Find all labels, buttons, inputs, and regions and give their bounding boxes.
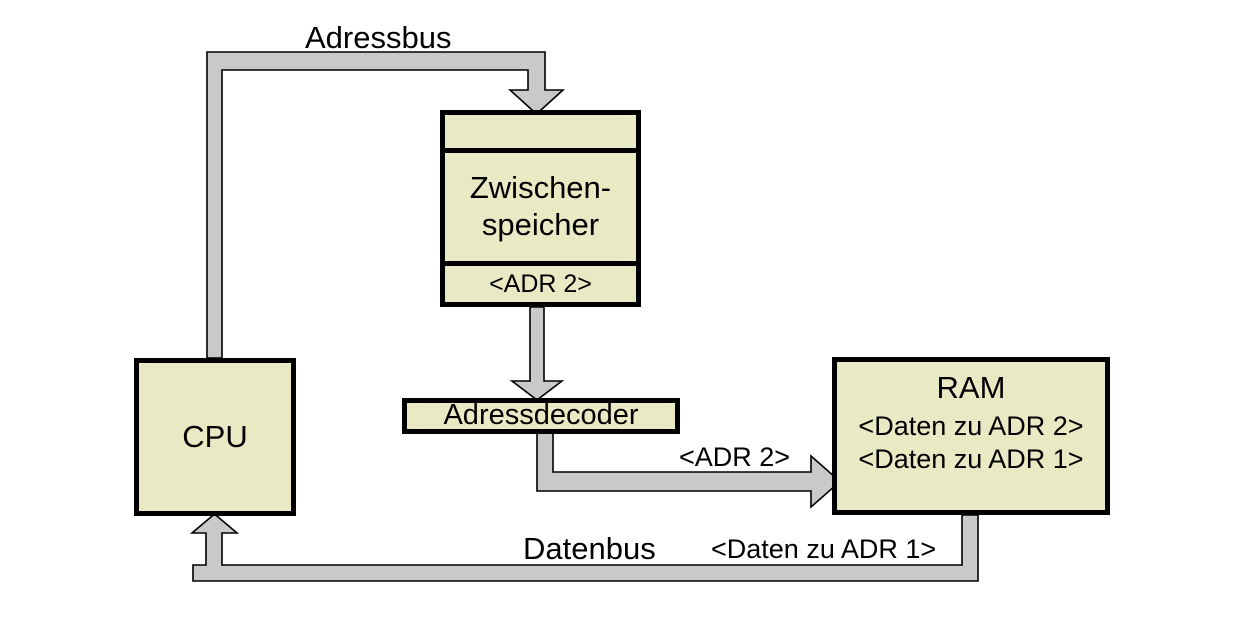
ram-node[interactable]: RAM <Daten zu ADR 2> <Daten zu ADR 1>	[832, 357, 1110, 515]
buffer-value-label: <ADR 2>	[489, 269, 592, 298]
address-decoder-label: Adressdecoder	[443, 399, 639, 432]
cpu-node[interactable]: CPU	[134, 358, 296, 516]
data-bus-path	[189, 512, 979, 582]
ram-content-line-1: <Daten zu ADR 2>	[858, 410, 1084, 441]
buffer-title-row: Zwischen- speicher	[445, 153, 636, 266]
decoder-to-ram-arrow	[536, 432, 842, 509]
buffer-title-line1: Zwischen-	[469, 170, 612, 206]
buffer-value-row: <ADR 2>	[445, 266, 636, 302]
data-bus-payload-label: <Daten zu ADR 1>	[711, 534, 937, 564]
buffer-header-row	[445, 115, 636, 153]
buffer-to-decoder-arrow	[509, 306, 565, 402]
cpu-label: CPU	[182, 419, 248, 455]
ram-title-label: RAM	[936, 370, 1006, 405]
ram-content-line-2: <Daten zu ADR 1>	[858, 444, 1084, 475]
buffer-node[interactable]: Zwischen- speicher <ADR 2>	[440, 110, 641, 307]
data-bus-label: Datenbus	[523, 531, 656, 566]
buffer-title-line2: speicher	[481, 207, 600, 242]
address-bus-label: Adressbus	[305, 20, 452, 55]
address-decoder-node[interactable]: Adressdecoder	[402, 398, 680, 434]
address-bus-path	[206, 51, 566, 359]
decoder-to-ram-label: <ADR 2>	[679, 442, 791, 472]
